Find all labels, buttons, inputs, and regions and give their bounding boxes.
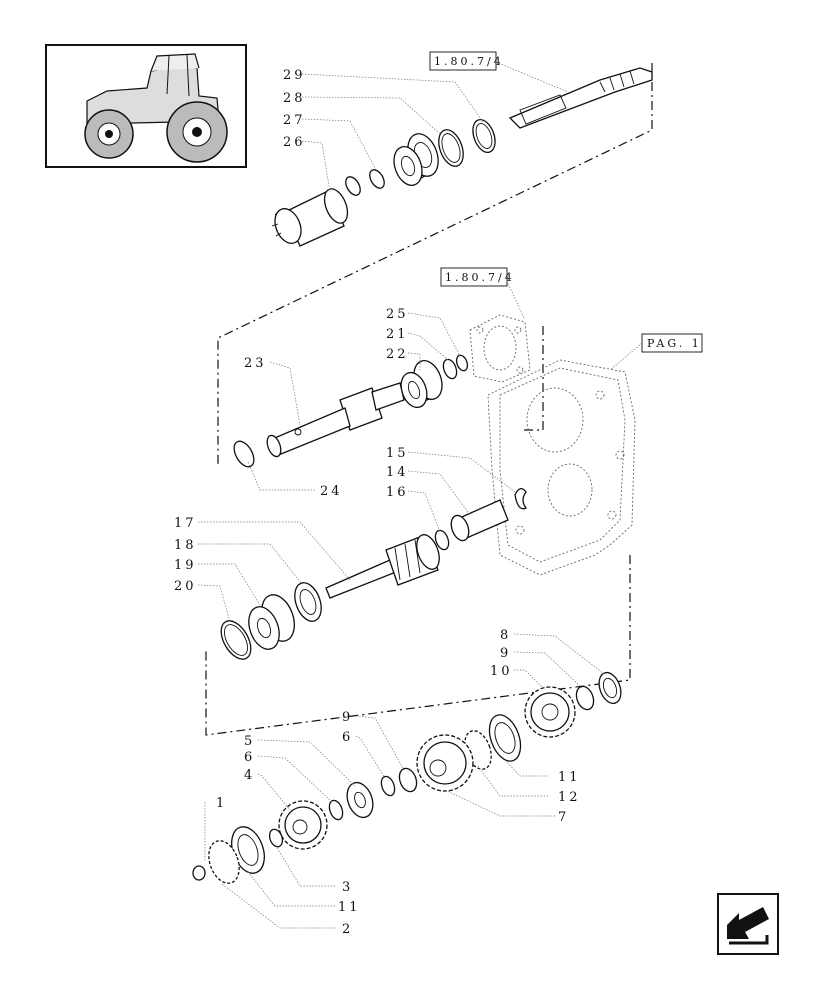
callout-17: 17: [174, 516, 197, 531]
callout-3: 3: [342, 880, 353, 895]
callout-28: 28: [283, 91, 306, 106]
back-navigation-button[interactable]: [717, 893, 779, 955]
gear-4: [278, 800, 328, 850]
callout-4: 4: [244, 768, 255, 783]
coupling-sleeve-26: [271, 188, 349, 247]
ring-16: [434, 529, 450, 551]
callout-19: 19: [174, 558, 197, 573]
callout-21: 21: [386, 327, 409, 342]
callout-12: 12: [558, 790, 581, 805]
bearing-top: [393, 133, 439, 186]
plug-1: [192, 865, 206, 881]
bearing-22: [400, 360, 443, 409]
snap-ring-20: [220, 620, 252, 660]
callout-9a: 9: [500, 646, 511, 661]
callout-25: 25: [386, 307, 409, 322]
ring-29: [472, 119, 496, 153]
gear-2: [208, 840, 240, 884]
callout-20: 20: [174, 579, 197, 594]
reference-box-top[interactable]: 1.80.7/4: [429, 51, 504, 71]
output-shaft: [508, 67, 653, 129]
callout-1: 1: [216, 796, 227, 811]
callout-10: 10: [490, 664, 513, 679]
back-arrow-icon: [727, 907, 769, 945]
callout-27: 27: [283, 113, 306, 128]
callout-labels: 29 28 27 26 25 21 22 23 24 15 14 16 17 1…: [174, 68, 581, 937]
housing-cover: [469, 314, 531, 383]
tractor-thumbnail: [45, 44, 247, 168]
ring-21: [442, 358, 458, 380]
gear-upper: [524, 686, 576, 738]
callout-18: 18: [174, 538, 197, 553]
callout-24: 24: [320, 484, 343, 499]
reference-page-label: PAG. 1: [647, 337, 702, 350]
callout-5: 5: [244, 734, 255, 749]
ring-24: [233, 440, 255, 468]
callout-11a: 11: [558, 770, 581, 785]
callout-6b: 6: [244, 750, 255, 765]
washer-3: [268, 828, 284, 848]
reference-top-label: 1.80.7/4: [434, 55, 504, 68]
bearing-5: [346, 781, 374, 819]
gear-14: [450, 499, 509, 542]
bearing-19: [248, 594, 295, 650]
gear-7: [416, 734, 474, 792]
ring-28: [438, 129, 464, 167]
ring-8: [598, 671, 622, 705]
bushing-9-10: [575, 685, 595, 711]
reference-box-page[interactable]: PAG. 1: [641, 333, 703, 353]
leader-lines: [197, 73, 605, 929]
callout-2: 2: [342, 922, 353, 937]
callout-15: 15: [386, 446, 409, 461]
callout-26: 26: [283, 135, 306, 150]
ring-6a: [380, 775, 396, 797]
reference-mid-label: 1.80.7/4: [445, 271, 515, 284]
shaft-17: [325, 534, 440, 599]
callout-6a: 6: [342, 730, 353, 745]
callout-7: 7: [558, 810, 569, 825]
callout-9b: 9: [342, 710, 353, 725]
callout-14: 14: [386, 465, 409, 480]
synchro-11-upper: [488, 714, 522, 762]
gearbox-housing: [487, 359, 636, 576]
callout-29: 29: [283, 68, 306, 83]
callout-22: 22: [386, 347, 409, 362]
reference-box-mid[interactable]: 1.80.7/4: [440, 267, 515, 287]
callout-23: 23: [244, 356, 267, 371]
ring-25: [455, 354, 469, 372]
callout-8: 8: [500, 628, 511, 643]
ring-6b: [328, 799, 344, 821]
callout-11b: 11: [338, 900, 361, 915]
snap-rings-27: [345, 169, 385, 196]
tractor-icon: [84, 53, 228, 163]
ring-18: [294, 582, 322, 622]
input-shaft-23: [266, 382, 405, 458]
clip-15: [514, 488, 527, 510]
callout-16: 16: [386, 485, 409, 500]
bush-9b: [398, 767, 418, 793]
